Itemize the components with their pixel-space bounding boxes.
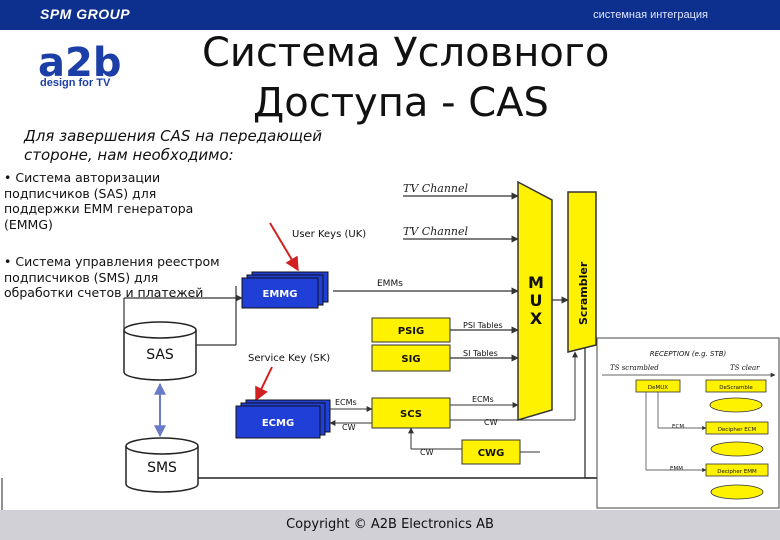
scrambler-label: Scrambler	[577, 261, 590, 325]
emmg-box	[241, 277, 319, 309]
ecm-label: ECM	[672, 424, 684, 430]
ts-clear-label: TS clear	[730, 364, 760, 372]
intro-line2: стороне, нам необходимо:	[24, 146, 234, 164]
ts-scrambled-label: TS scrambled	[610, 364, 659, 372]
ecm-step-oval	[710, 441, 764, 457]
emms-label: EMMs	[377, 279, 403, 289]
decipher-emm-box	[705, 463, 769, 477]
page-title-line2: Доступа - CAS	[253, 80, 549, 126]
ecmg-box	[235, 405, 321, 439]
psi-tables-label: PSI Tables	[463, 321, 503, 330]
ecms-right-label: ECMs	[472, 395, 494, 404]
mux-block	[517, 180, 553, 422]
sas-database-icon	[123, 321, 197, 381]
sas-label: SAS	[146, 347, 174, 363]
mux-letter-m: M	[528, 273, 544, 292]
page-title-line1: Система Условного	[202, 30, 610, 76]
service-key-arrow	[255, 366, 273, 402]
mux-letter-x: X	[530, 309, 543, 328]
mux-letter-u: U	[530, 291, 543, 310]
user-keys-arrow	[269, 222, 299, 272]
decipher-ecm-label: Decipher ECM	[718, 427, 757, 433]
sig-label: SIG	[401, 354, 420, 365]
decipher-ecm-box	[705, 421, 769, 435]
logo-mark: a2b	[38, 40, 121, 86]
demux-label: DeMUX	[648, 385, 668, 391]
scs-box	[371, 397, 451, 429]
emm-step-oval	[710, 484, 764, 500]
sms-database-icon	[125, 437, 199, 493]
bullet-sms: • Система управления реестром подписчико…	[4, 254, 220, 300]
emm-label: EMM	[670, 466, 683, 472]
emmg-label: EMMG	[263, 289, 298, 300]
copyright-text: Copyright © A2B Electronics AB	[286, 517, 494, 532]
cwg-label: CWG	[478, 448, 505, 459]
service-key-label: Service Key (SK)	[248, 353, 330, 364]
descrambler-label: DeScramble	[719, 385, 753, 391]
descramble-step-oval	[709, 397, 763, 413]
ecms-left-label: ECMs	[335, 398, 357, 407]
cw-right-label: CW	[484, 418, 498, 427]
cw-bottom-label: CW	[420, 448, 434, 457]
decipher-emm-label: Decipher EMM	[717, 469, 757, 475]
psig-box	[371, 317, 451, 343]
header-tagline: системная интеграция	[593, 9, 708, 21]
tv-channel-1-label: TV Channel	[403, 182, 469, 195]
bullet-sas: • Система авторизации подписчиков (SAS) …	[4, 170, 194, 232]
descrambler-box	[705, 379, 767, 393]
cw-left-label: CW	[342, 423, 356, 432]
psig-label: PSIG	[398, 326, 424, 337]
intro-line1: Для завершения CAS на передающей	[24, 127, 323, 145]
intro-text: Для завершения CAS на передающей стороне…	[24, 127, 384, 165]
scs-label: SCS	[400, 409, 422, 420]
sms-label: SMS	[147, 460, 177, 476]
logo-tagline: design for TV	[40, 77, 111, 89]
user-keys-label: User Keys (UK)	[292, 229, 366, 240]
tv-channel-2-label: TV Channel	[403, 225, 469, 238]
si-tables-label: SI Tables	[463, 349, 498, 358]
a2b-logo-icon: a2b	[38, 40, 121, 86]
footer-bar	[0, 510, 780, 540]
brand-name: SPM GROUP	[40, 6, 131, 22]
ecmg-label: ECMG	[262, 418, 294, 429]
cwg-box	[461, 439, 521, 465]
reception-title: RECEPTION (e.g. STB)	[650, 350, 727, 358]
header-bar: SPM GROUP системная интеграция	[0, 0, 780, 30]
